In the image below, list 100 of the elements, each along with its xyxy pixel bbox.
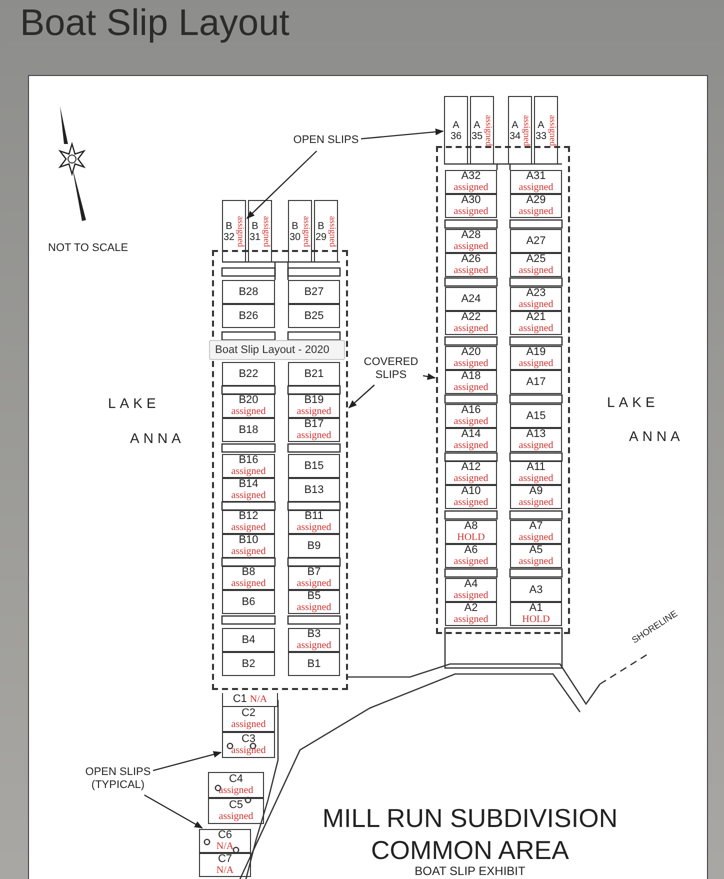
slip-box <box>222 304 275 328</box>
slip-number: B19 <box>304 395 324 406</box>
status-note: assigned <box>548 115 557 146</box>
slip-number: A6 <box>464 545 478 556</box>
slip-number: A26 <box>461 254 481 265</box>
slip-number: A28 <box>461 230 481 241</box>
slip-number: A14 <box>461 429 481 440</box>
slip-box <box>510 370 562 394</box>
lake-label: LAKE ANNA <box>108 394 184 448</box>
slip-number: A2 <box>464 603 478 614</box>
open-slip <box>288 200 312 262</box>
slip-number: A3 <box>529 584 543 596</box>
slip-number: B11 <box>304 511 324 522</box>
slip-box <box>445 253 497 277</box>
status-note: assigned <box>296 430 332 441</box>
slip-box <box>510 346 562 370</box>
open-slip <box>534 96 558 164</box>
open-slip <box>314 200 338 262</box>
slip-box <box>445 194 497 218</box>
status-note: assigned <box>454 182 488 193</box>
slip-number: B2 <box>242 658 256 670</box>
slip-number: A32 <box>461 171 481 182</box>
slip-number: A25 <box>526 254 546 265</box>
status-note: assigned <box>518 265 554 276</box>
slip-box <box>222 534 275 558</box>
slip-number: B18 <box>238 424 258 436</box>
slip-number: A17 <box>526 376 546 388</box>
page-title: Boat Slip Layout <box>20 1 290 45</box>
slip-box <box>222 590 275 614</box>
slip-number: A30 <box>461 195 481 206</box>
leader-arrow <box>348 384 375 408</box>
slip-box <box>445 602 497 626</box>
slip-number: A21 <box>526 312 546 323</box>
leader-arrow <box>422 373 436 380</box>
slip-number: B3 <box>307 629 321 640</box>
slip-box <box>222 706 275 732</box>
status-note: assigned <box>518 358 554 369</box>
status-note: assigned <box>262 216 271 247</box>
status-note: assigned <box>518 323 554 334</box>
status-note: assigned <box>518 556 554 567</box>
slip-box <box>199 829 251 853</box>
slip-number: B16 <box>238 455 258 466</box>
slip-number: A1 <box>529 603 543 614</box>
covered-dock-outline <box>436 146 570 634</box>
status-note: assigned <box>484 115 493 146</box>
slip-box <box>288 280 340 304</box>
slip-box <box>510 253 562 277</box>
status-note: assigned <box>231 546 266 557</box>
status-note: assigned <box>231 406 266 417</box>
leader-arrow <box>360 128 444 140</box>
slip-box <box>288 478 340 502</box>
slip-number: A12 <box>461 462 481 473</box>
slip-box <box>445 485 497 509</box>
status-note: assigned <box>454 440 488 451</box>
slip-number: C6 <box>218 830 232 841</box>
slip-box <box>288 510 340 534</box>
slip-number: A7 <box>529 521 543 532</box>
slip-number: A9 <box>529 486 543 497</box>
slip-number: B 30 <box>289 220 301 242</box>
slip-number: B14 <box>238 479 258 490</box>
slip-box <box>510 194 562 218</box>
slip-number: A 33 <box>535 120 547 142</box>
slip-box <box>222 362 275 386</box>
leader-arrow <box>152 751 222 772</box>
slip-number: A18 <box>461 371 481 382</box>
status-note: N/A <box>250 694 268 705</box>
status-note: assigned <box>302 216 311 247</box>
callout-text: OPEN SLIPS (TYPICAL) <box>84 766 152 794</box>
slip-number: B12 <box>238 511 258 522</box>
open-slip <box>444 96 468 164</box>
slip-box <box>445 544 497 568</box>
slip-number: A27 <box>526 236 546 246</box>
slip-number: B21 <box>304 368 324 380</box>
status-note: assigned <box>296 602 332 613</box>
status-note: assigned <box>328 216 337 247</box>
slip-number: C2 <box>241 708 256 719</box>
exhibit-subtitle: BOAT SLIP EXHIBIT <box>414 864 526 878</box>
slip-number: B4 <box>242 634 256 646</box>
slip-number: A16 <box>461 405 481 416</box>
slip-number: C1 <box>232 694 247 705</box>
status-note: assigned <box>231 490 266 501</box>
slip-number: B28 <box>238 286 258 298</box>
status-note: assigned <box>454 497 488 508</box>
slip-box <box>445 287 497 311</box>
status-note: assigned <box>518 440 554 451</box>
slip-number: A8 <box>464 521 478 532</box>
status-note: HOLD <box>457 532 485 543</box>
status-note: assigned <box>231 745 266 756</box>
leader-arrow <box>144 794 203 829</box>
slip-number: C4 <box>228 774 244 785</box>
slip-number: A23 <box>526 288 546 299</box>
status-note: assigned <box>454 556 488 567</box>
slip-box <box>222 693 278 707</box>
slip-number: A13 <box>526 429 546 440</box>
slip-box <box>288 590 340 614</box>
slip-number: C5 <box>228 800 244 811</box>
slip-number: A29 <box>526 195 546 206</box>
slip-box <box>222 478 275 502</box>
status-note: assigned <box>454 265 488 276</box>
slip-box <box>445 370 497 394</box>
